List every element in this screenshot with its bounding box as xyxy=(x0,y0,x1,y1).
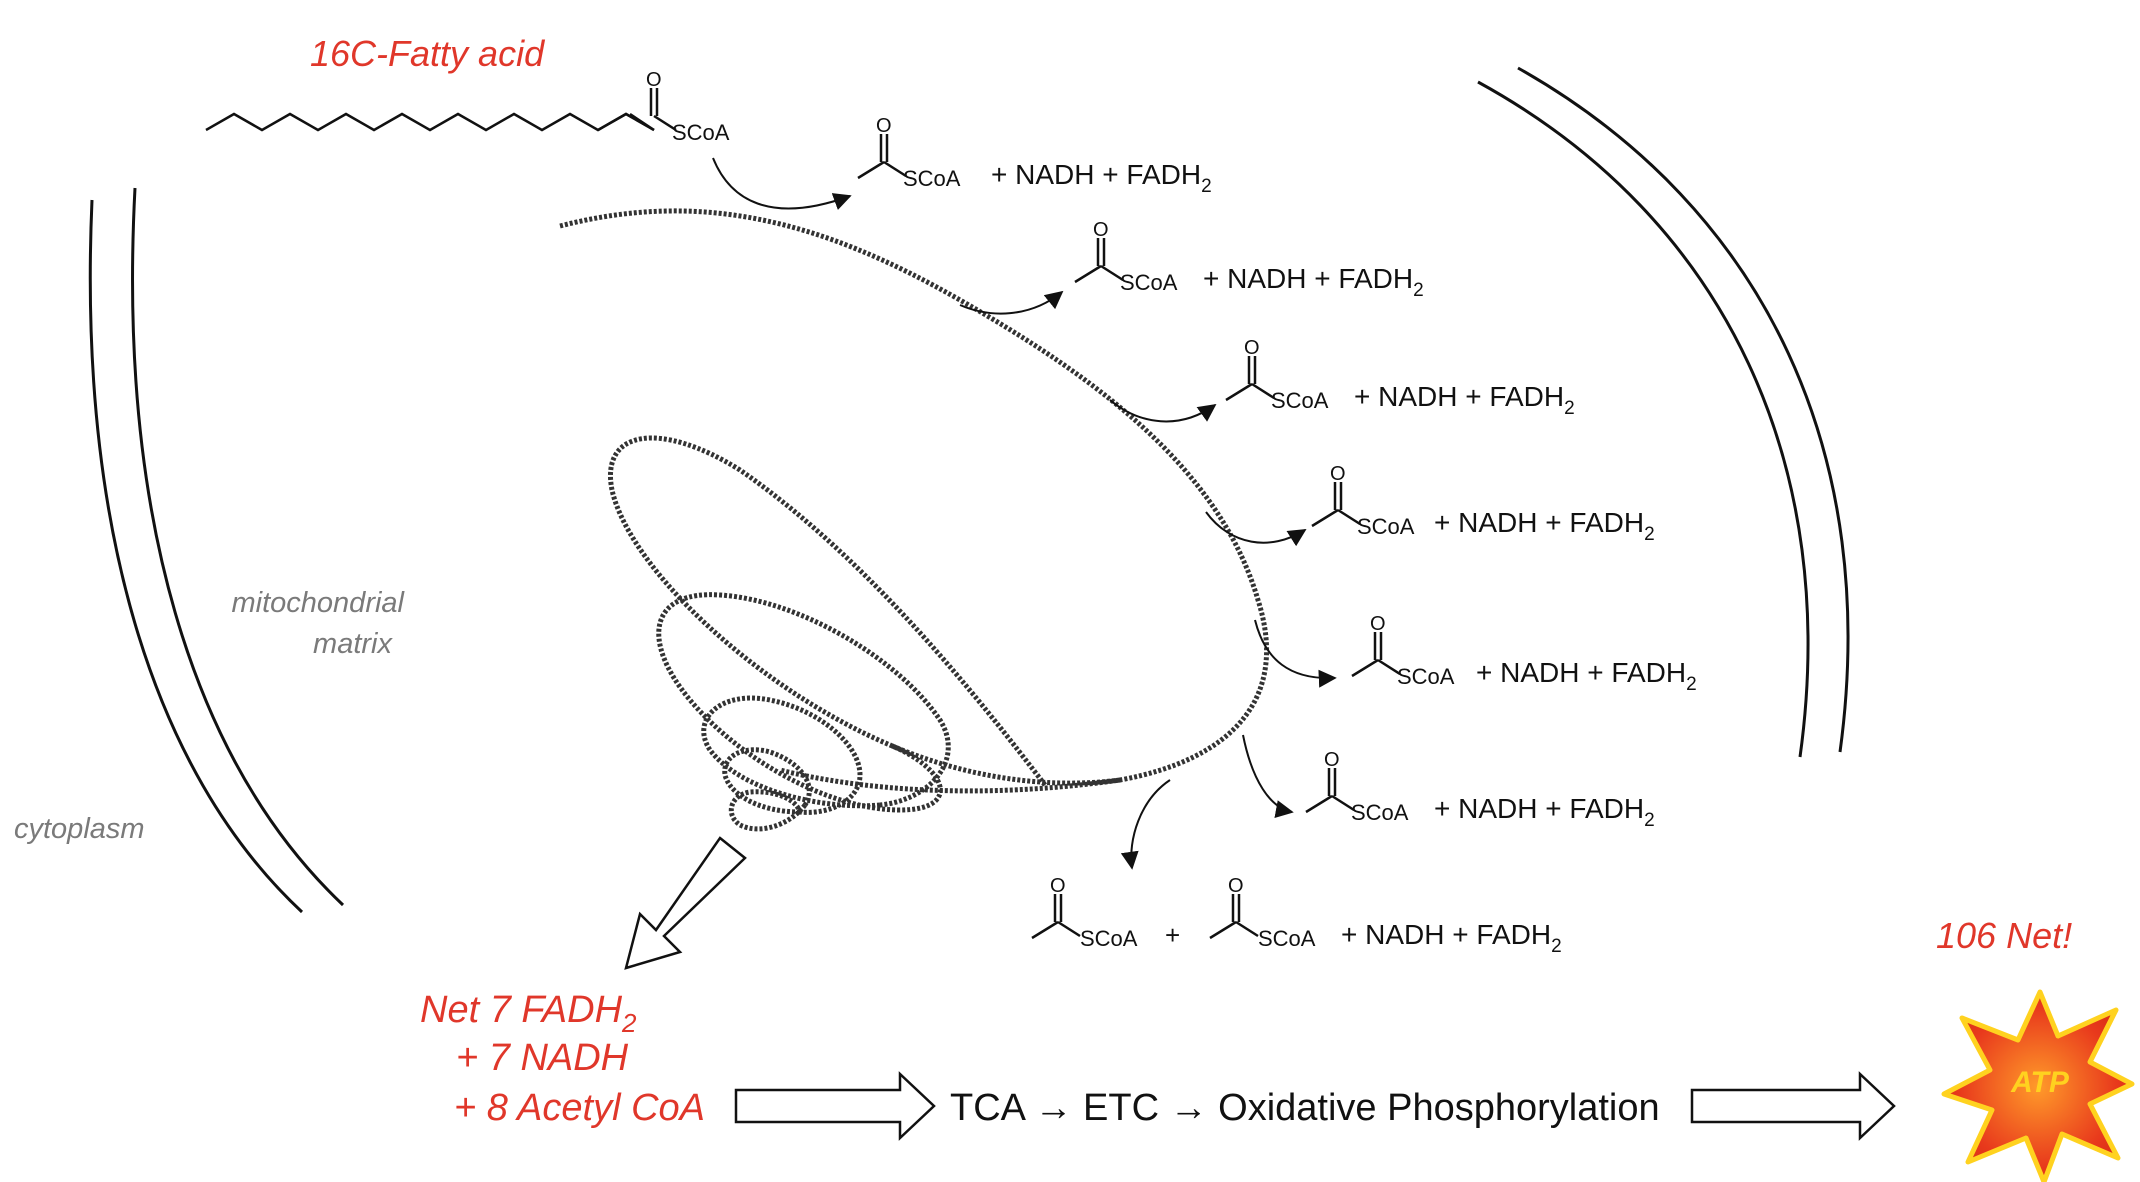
product-3-cofactors: + NADH + FADH2 xyxy=(1354,381,1575,419)
mitochondrial-matrix-label-2: matrix xyxy=(313,628,393,660)
outer-membrane-left xyxy=(88,187,345,914)
fatty-acid-backbone xyxy=(597,112,655,132)
product-7b-scoa: SCoA xyxy=(1258,926,1316,951)
arrow-7 xyxy=(1120,779,1171,870)
product-6-scoa: SCoA xyxy=(1351,800,1409,825)
fatty-acid-chain xyxy=(205,112,655,132)
product-2-oxygen: O xyxy=(1093,219,1109,241)
carbonyl-oxygen: O xyxy=(646,69,662,91)
product-2-cofactors: + NADH + FADH2 xyxy=(1203,263,1424,301)
net-fadh2-label: Net 7 FADH2 xyxy=(420,989,637,1038)
product-arrows xyxy=(712,157,1337,870)
atp-star-icon xyxy=(1941,989,2135,1182)
outer-membrane-right xyxy=(1477,66,1850,758)
product-row-5: O SCoA + NADH + FADH2 xyxy=(1351,613,1697,695)
net-acetyl-coa-label: + 8 Acetyl CoA xyxy=(454,1087,705,1129)
product-1-cofactors: + NADH + FADH2 xyxy=(991,159,1212,197)
net-atp-label: 106 Net! xyxy=(1936,915,2072,956)
net-nadh-label: + 7 NADH xyxy=(456,1037,629,1079)
mitochondrial-matrix-label: mitochondrial xyxy=(232,587,406,619)
to-tca-arrow xyxy=(734,1071,936,1141)
product-4-scoa: SCoA xyxy=(1357,514,1415,539)
fatty-acid-title: 16C-Fatty acid xyxy=(310,33,545,74)
product-3-oxygen: O xyxy=(1244,337,1260,359)
product-5-oxygen: O xyxy=(1370,613,1386,635)
arrow-2 xyxy=(959,290,1064,315)
product-1-scoa: SCoA xyxy=(903,166,961,191)
arrow-1 xyxy=(712,157,852,210)
product-4-oxygen: O xyxy=(1330,463,1346,485)
product-6-oxygen: O xyxy=(1324,749,1340,771)
arrow-5 xyxy=(1254,619,1337,688)
product-7-cofactors: + NADH + FADH2 xyxy=(1341,919,1562,957)
product-5-scoa: SCoA xyxy=(1397,664,1455,689)
product-7a-scoa: SCoA xyxy=(1080,926,1138,951)
atp-label: ATP xyxy=(2010,1066,2070,1099)
product-row-4: O SCoA + NADH + FADH2 xyxy=(1311,463,1655,545)
product-row-7: O SCoA + O SCoA + NADH + FADH2 xyxy=(1031,875,1562,957)
product-3-scoa: SCoA xyxy=(1271,388,1329,413)
product-row-3: O SCoA + NADH + FADH2 xyxy=(1225,337,1575,419)
thioester-bond xyxy=(653,114,677,132)
product-7a-oxygen: O xyxy=(1050,875,1066,897)
arrow-3 xyxy=(1109,399,1217,423)
to-atp-arrow xyxy=(1690,1071,1896,1141)
product-2-scoa: SCoA xyxy=(1120,270,1178,295)
arrow-4 xyxy=(1205,511,1307,547)
spiral-output-arrow xyxy=(624,836,747,970)
product-row-2: O SCoA + NADH + FADH2 xyxy=(1074,219,1424,301)
cytoplasm-label: cytoplasm xyxy=(14,813,145,845)
fatty-acid-scoa: SCoA xyxy=(672,120,730,145)
pathway-text: TCA → ETC → Oxidative Phosphorylation xyxy=(950,1087,1660,1129)
product-row-1: O SCoA + NADH + FADH2 xyxy=(857,115,1212,197)
beta-oxidation-spiral xyxy=(559,208,1270,832)
product-7b-oxygen: O xyxy=(1228,875,1244,897)
product-6-cofactors: + NADH + FADH2 xyxy=(1434,793,1655,831)
product-1-oxygen: O xyxy=(876,115,892,137)
product-7-plus: + xyxy=(1165,920,1180,950)
product-4-cofactors: + NADH + FADH2 xyxy=(1434,507,1655,545)
product-5-cofactors: + NADH + FADH2 xyxy=(1476,657,1697,695)
product-row-6: O SCoA + NADH + FADH2 xyxy=(1305,749,1655,831)
arrow-6 xyxy=(1242,734,1294,818)
